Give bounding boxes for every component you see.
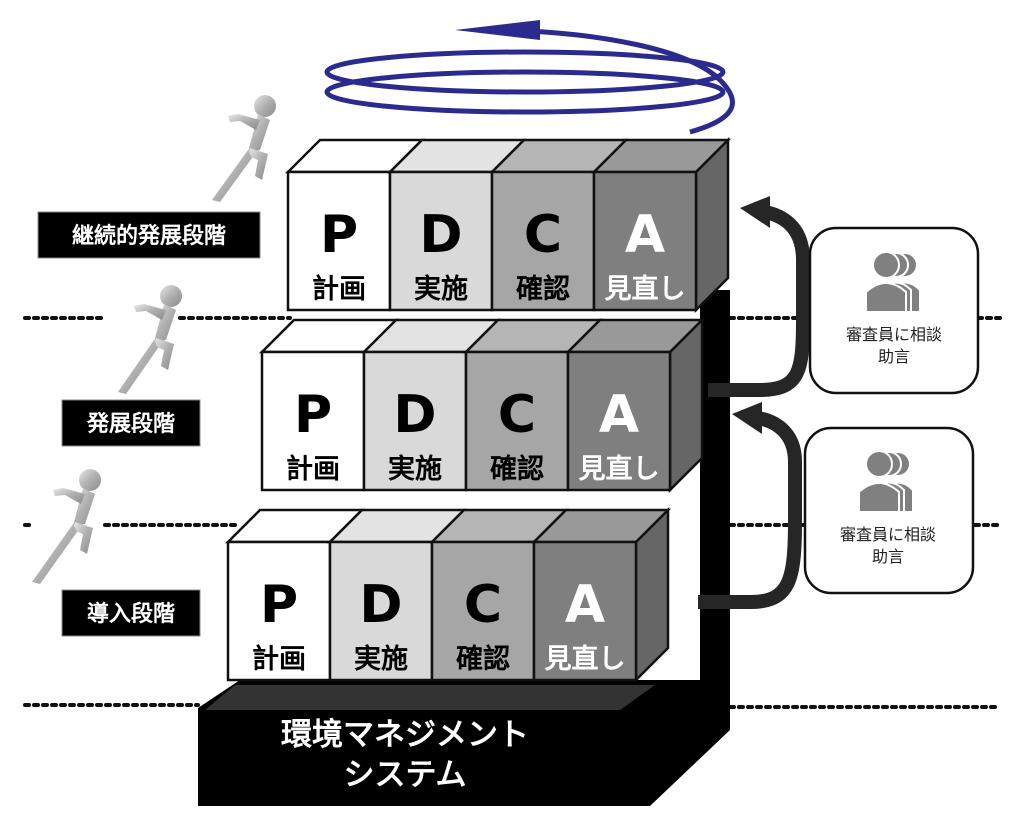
stage-label-continuous: 継続的発展段階	[37, 211, 261, 259]
pdca-label: 見直し	[605, 274, 686, 305]
pdca-letter: P	[294, 385, 332, 445]
pdca-row-development: P 計画 D 実施 C 確認 A 見直し	[258, 316, 706, 494]
curved-up-arrow-head	[732, 402, 762, 434]
running-figure-icon	[118, 285, 182, 394]
level-lines	[23, 316, 1002, 709]
pdca-letter: C	[498, 385, 536, 445]
pdca-label: 計画	[252, 643, 306, 675]
pdca-cell-a: A 見直し	[530, 508, 672, 682]
cell-front-face	[532, 540, 638, 682]
stage-label-text: 発展段階	[86, 411, 175, 437]
curved-up-arrow-icon	[708, 205, 810, 397]
pdca-cell-c: C 確認	[488, 138, 630, 312]
advice-text-line1: 審査員に相談	[846, 325, 942, 344]
pdca-cell-d: D 実施	[360, 318, 502, 492]
advice-box-upper: 審査員に相談 助言	[808, 226, 980, 395]
advice-text-line2: 助言	[878, 347, 910, 366]
base-label-line1: 環境マネジメント	[281, 717, 529, 753]
pdca-letter: A	[625, 205, 665, 265]
pdca-cell-p: P 計画	[224, 508, 366, 682]
pdca-letter: A	[565, 575, 605, 635]
pdca-label: 確認	[490, 453, 544, 485]
cell-front-face	[362, 350, 468, 492]
pdca-label: 見直し	[579, 454, 660, 485]
curved-up-arrow-icon	[698, 411, 802, 609]
pdca-cell-d: D 実施	[386, 138, 528, 312]
stage-label-introduction: 導入段階	[61, 589, 201, 637]
spiral-arrow-icon	[324, 20, 735, 135]
back-column	[700, 290, 730, 710]
stage-label-text: 継続的発展段階	[72, 223, 226, 249]
running-figure-icon	[32, 469, 101, 584]
cell-front-face	[388, 170, 494, 312]
pdca-label: 実施	[388, 453, 442, 485]
advice-text-line2: 助言	[872, 547, 904, 566]
pdca-cell-a: A 見直し	[590, 138, 732, 312]
pdca-label: 計画	[312, 273, 366, 305]
base-label-line2: システム	[343, 757, 466, 793]
pdca-row-introduction: P 計画 D 実施 C 確認 A 見直し	[224, 506, 672, 684]
pdca-letter: P	[320, 205, 358, 265]
pdca-letter: D	[359, 575, 402, 635]
running-figure-icon	[212, 95, 276, 202]
cell-front-face	[566, 350, 672, 492]
pdca-cell-c: C 確認	[428, 508, 570, 682]
stage-label-text: 導入段階	[87, 601, 175, 627]
pdca-label: 実施	[354, 643, 408, 675]
pdca-letter: A	[599, 385, 639, 445]
pdca-cell-a: A 見直し	[564, 318, 706, 492]
pdca-rows: P 計画 D 実施 C 確認 A 見直し P 計画 D 実施 C 確認 A 見直し P 計画 D 実施 C 確認 A 見直し	[224, 136, 732, 684]
cell-front-face	[430, 540, 536, 682]
pdca-cell-d: D 実施	[326, 508, 468, 682]
pdca-letter: D	[419, 205, 462, 265]
cell-front-face	[464, 350, 570, 492]
pdca-letter: C	[464, 575, 502, 635]
pdca-letter: D	[393, 385, 436, 445]
pdca-letter: P	[260, 575, 298, 635]
base-block: 環境マネジメント システム	[198, 680, 730, 806]
stage-label-development: 発展段階	[61, 399, 201, 447]
pdca-row-continuous: P 計画 D 実施 C 確認 A 見直し	[284, 136, 732, 314]
pdca-label: 確認	[516, 273, 570, 305]
cell-front-face	[328, 540, 434, 682]
cell-front-face	[260, 350, 366, 492]
pdca-cell-c: C 確認	[462, 318, 604, 492]
people-group-icon	[858, 450, 914, 513]
advice-text-line1: 審査員に相談	[840, 525, 936, 544]
pdca-label: 見直し	[545, 644, 626, 675]
pdca-label: 確認	[456, 643, 510, 675]
people-group-icon	[865, 251, 921, 313]
pdca-letter: C	[524, 205, 562, 265]
pdca-label: 計画	[286, 453, 340, 485]
pdca-cell-p: P 計画	[258, 318, 400, 492]
cell-front-face	[592, 170, 698, 312]
pdca-label: 実施	[414, 273, 468, 305]
curved-up-arrow-head	[740, 196, 770, 228]
advice-box-lower: 審査員に相談 助言	[803, 426, 975, 595]
